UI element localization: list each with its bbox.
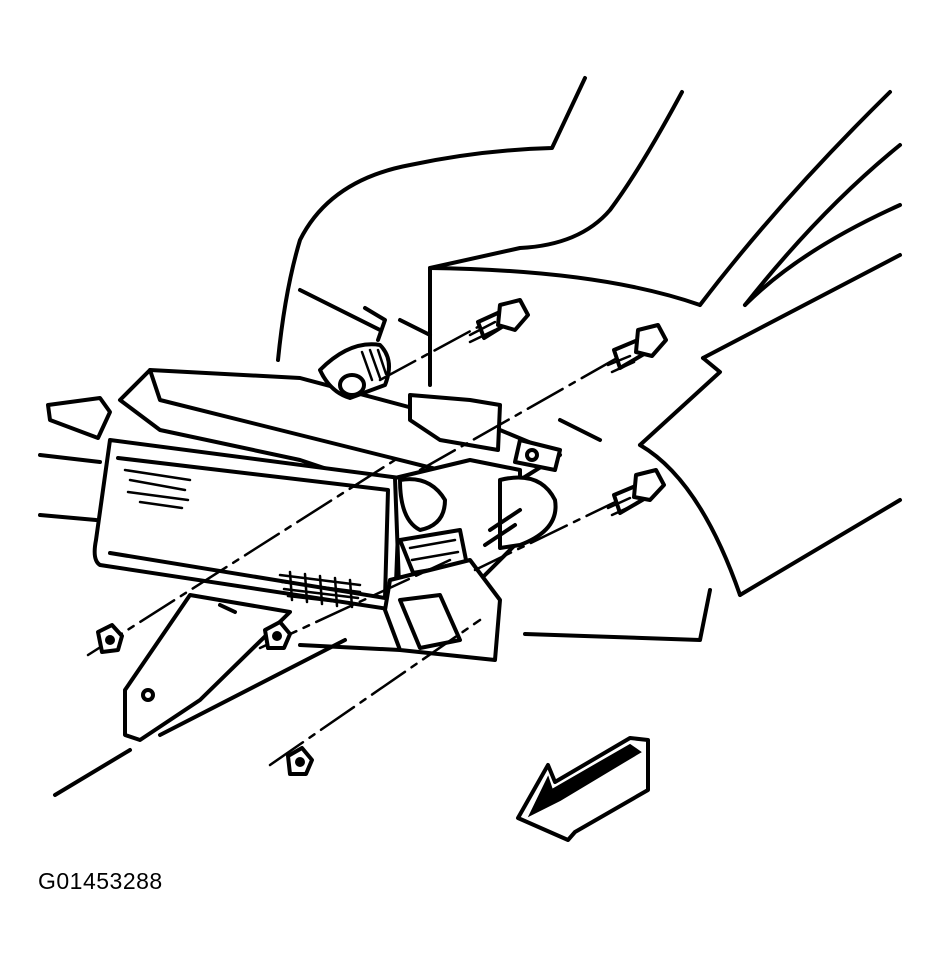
figure-id-label: G01453288 — [38, 868, 163, 894]
nut — [86, 458, 397, 657]
nut — [268, 618, 482, 776]
screw — [418, 323, 668, 472]
mounting-bracket — [123, 558, 502, 742]
fender-panel — [276, 76, 902, 642]
screw — [378, 298, 530, 382]
nut — [258, 558, 452, 650]
reference-lines — [38, 453, 347, 797]
fog-lamp-assembly — [46, 342, 562, 614]
lens-texture — [123, 468, 362, 609]
screw — [473, 468, 666, 572]
direction-arrow-icon — [516, 736, 650, 842]
